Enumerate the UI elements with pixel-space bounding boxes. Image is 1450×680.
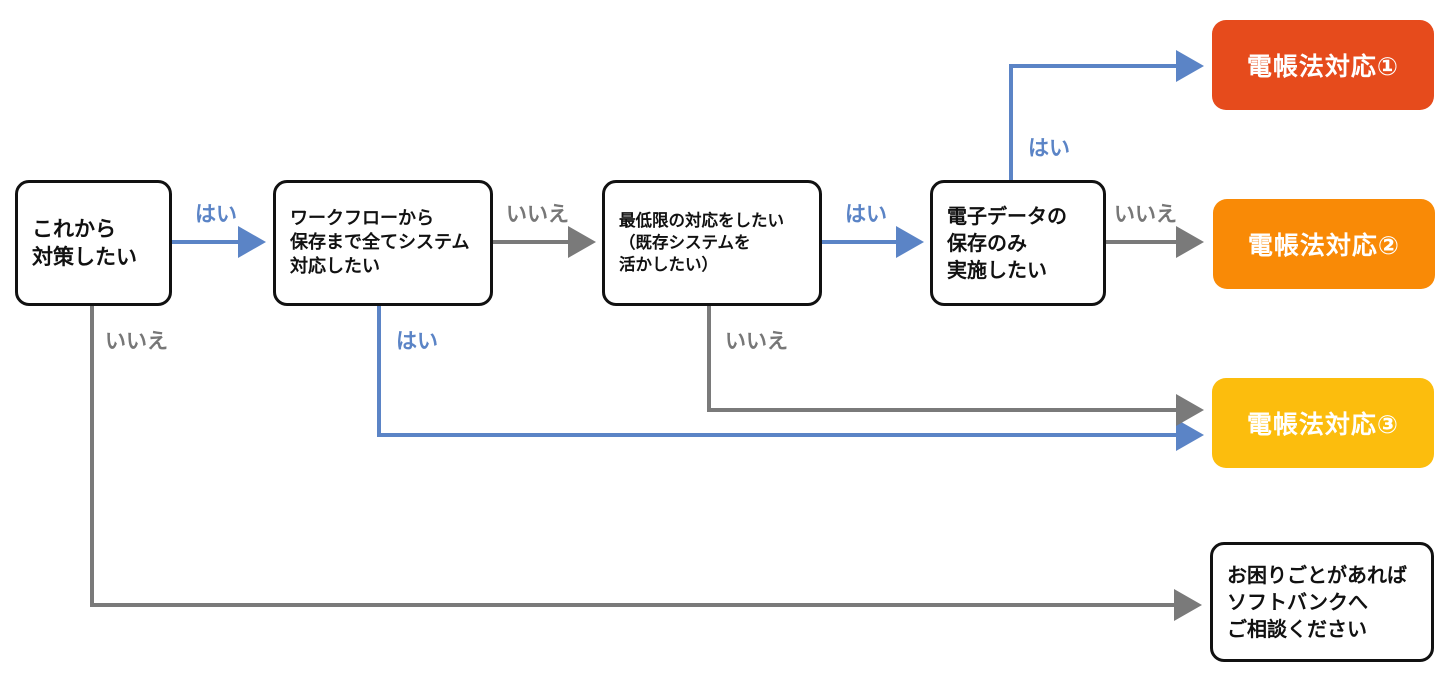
node-consult-text: お困りごとがあれば ソフトバンクへ ご相談ください — [1227, 562, 1407, 641]
node-storage-text: 電子データの 保存のみ 実施したい — [947, 203, 1067, 282]
result-2: 電帳法対応② — [1213, 199, 1435, 289]
label-start-yes: はい — [195, 202, 237, 226]
node-minimum: 最低限の対応をしたい （既存システムを 活かしたい） — [602, 180, 822, 306]
label-workflow-yes: はい — [396, 329, 438, 353]
edge-workflow-to-result3-yes — [377, 305, 1204, 451]
label-storage-yes: はい — [1028, 136, 1070, 160]
edge-minimum-to-result3-no — [707, 305, 1204, 426]
result-1-text: 電帳法対応① — [1246, 52, 1400, 81]
edge-start-to-consult-no — [90, 305, 1202, 621]
node-workflow: ワークフローから 保存まで全てシステム 対応したい — [273, 180, 493, 306]
label-minimum-no: いいえ — [725, 329, 788, 353]
node-minimum-text: 最低限の対応をしたい （既存システムを 活かしたい） — [619, 210, 784, 275]
label-minimum-yes: はい — [845, 202, 887, 226]
label-start-no: いいえ — [105, 329, 168, 353]
result-2-text: 電帳法対応② — [1247, 231, 1401, 260]
node-start: これから 対策したい — [15, 180, 172, 306]
edge-storage-to-result1-yes — [1009, 50, 1204, 181]
result-3: 電帳法対応③ — [1212, 378, 1434, 468]
node-workflow-text: ワークフローから 保存まで全てシステム 対応したい — [290, 207, 470, 278]
node-consult: お困りごとがあれば ソフトバンクへ ご相談ください — [1210, 542, 1434, 662]
result-1: 電帳法対応① — [1212, 20, 1434, 110]
label-storage-no: いいえ — [1114, 202, 1177, 226]
label-workflow-no: いいえ — [506, 202, 569, 226]
result-3-text: 電帳法対応③ — [1246, 410, 1400, 439]
node-storage: 電子データの 保存のみ 実施したい — [930, 180, 1106, 306]
node-start-text: これから 対策したい — [32, 216, 137, 269]
